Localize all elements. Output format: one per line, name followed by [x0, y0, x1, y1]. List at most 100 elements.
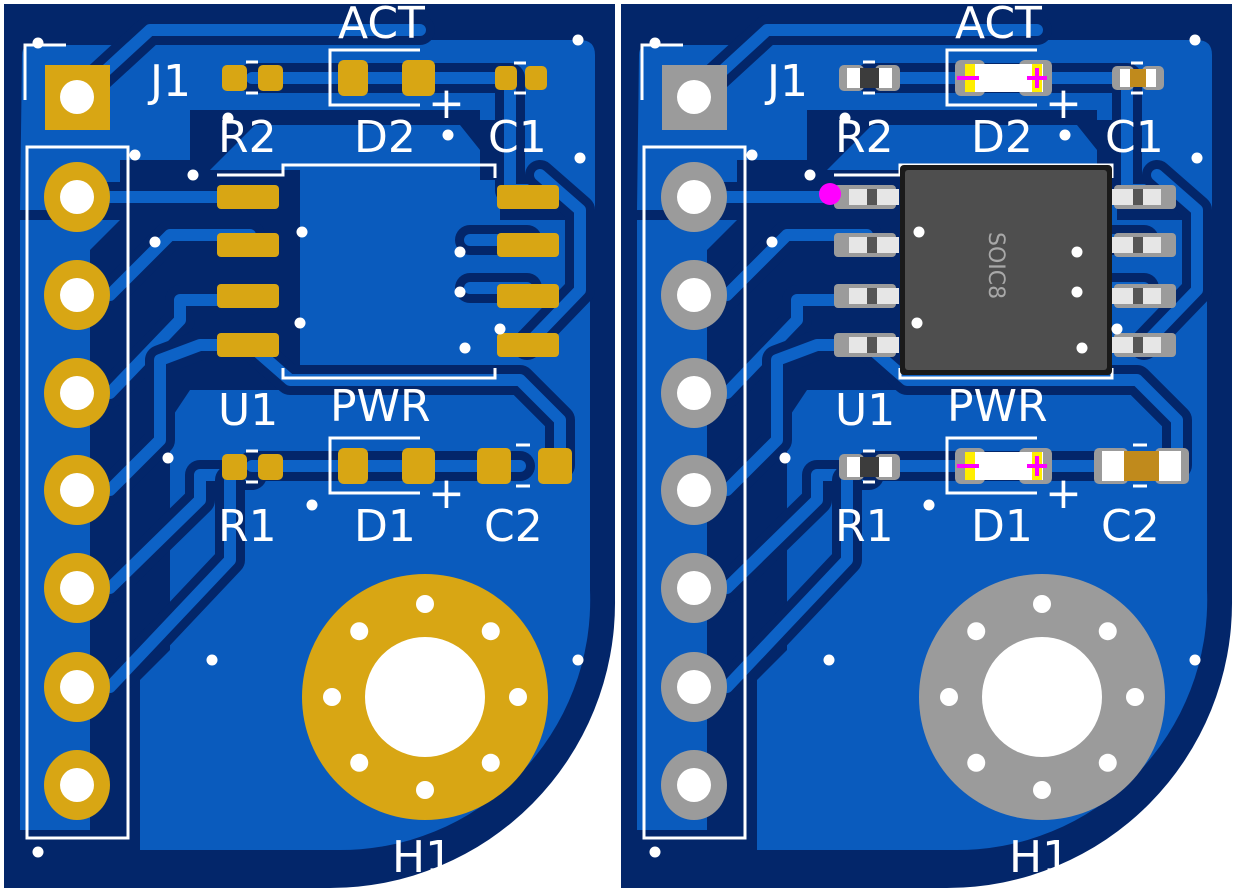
via [746, 149, 758, 161]
r2-pad [258, 65, 283, 91]
u1-package-label: SOIC8 [983, 232, 1008, 299]
d1-label: D1 [971, 501, 1033, 552]
d2-silkscreen [945, 48, 1037, 107]
via [1191, 152, 1203, 164]
plus-mark [1027, 68, 1047, 88]
via [779, 452, 791, 464]
via [572, 34, 584, 46]
pwr-label: PWR [947, 381, 1048, 432]
u1-lead-shadow [867, 237, 877, 253]
via [766, 236, 778, 248]
h1-via [350, 622, 369, 641]
r1-label: R1 [835, 501, 894, 552]
u1-pad [497, 333, 559, 357]
h1-via [1098, 753, 1117, 772]
j1-silkscreen [642, 145, 747, 840]
d2-pad [402, 60, 435, 96]
h1-via [1033, 781, 1051, 799]
h1-via [416, 595, 434, 613]
via [574, 152, 586, 164]
copper-pour [20, 220, 120, 830]
d2-label: D2 [354, 112, 416, 163]
j1-drill-hole [60, 278, 94, 312]
j1-drill-hole [677, 376, 711, 410]
copper-pour [637, 220, 737, 830]
c2-label: C2 [1101, 501, 1160, 552]
via [32, 846, 44, 858]
via [913, 226, 925, 238]
j1-label: J1 [147, 56, 191, 107]
u1-pad [497, 233, 559, 257]
via [911, 317, 923, 329]
trace [521, 169, 586, 351]
d2-label: D2 [971, 112, 1033, 163]
act-label: ACT [338, 0, 425, 49]
via [162, 452, 174, 464]
h1-drill-hole [982, 637, 1102, 757]
u1-pad [497, 284, 559, 308]
trace [104, 294, 256, 399]
via [459, 342, 471, 354]
d2-polarity-plus: + [1045, 78, 1082, 129]
via [454, 286, 466, 298]
u1-body [905, 170, 1107, 370]
via [1059, 129, 1071, 141]
h1-via [509, 688, 527, 706]
j1-pin1-marker [23, 43, 66, 100]
r1-pad [258, 454, 283, 480]
h1-label: H1 [1009, 832, 1070, 883]
trace [104, 339, 256, 496]
u1-lead-shadow [867, 288, 877, 304]
via [839, 112, 851, 124]
h1-via [967, 622, 986, 641]
pwr-label: PWR [330, 381, 431, 432]
plus-mark [1027, 456, 1047, 476]
u1-pad [497, 185, 559, 209]
via [442, 129, 454, 141]
via [222, 112, 234, 124]
via [32, 37, 44, 49]
c1-label: C1 [488, 112, 547, 163]
j1-drill-hole [60, 571, 94, 605]
d2-silkscreen [328, 48, 420, 107]
via [923, 499, 935, 511]
h1-via [1098, 622, 1117, 641]
u1-lead-shadow [1133, 189, 1143, 205]
via [572, 654, 584, 666]
j1-drill-hole [60, 80, 94, 114]
d1-label: D1 [354, 501, 416, 552]
j1-drill-hole [677, 670, 711, 704]
via [1111, 323, 1123, 335]
r1-body [860, 457, 879, 477]
trace [721, 339, 873, 496]
j1-label: J1 [764, 56, 808, 107]
u1-lead-shadow [1133, 337, 1143, 353]
u1-pad [217, 185, 279, 209]
via [294, 317, 306, 329]
via [804, 169, 816, 181]
h1-via [967, 753, 986, 772]
trace [861, 339, 1183, 471]
h1-via [323, 688, 341, 706]
via [187, 169, 199, 181]
u1-lead-shadow [867, 189, 877, 205]
j1-drill-hole [677, 80, 711, 114]
j1-drill-hole [677, 180, 711, 214]
via [1189, 34, 1201, 46]
c1-label: C1 [1105, 112, 1164, 163]
h1-via [481, 622, 500, 641]
j1-drill-hole [60, 768, 94, 802]
c2-body [1124, 451, 1159, 481]
via [149, 236, 161, 248]
h1-drill-hole [365, 637, 485, 757]
via [296, 226, 308, 238]
via [494, 323, 506, 335]
trace [244, 339, 566, 471]
u1-pad [217, 333, 279, 357]
act-label: ACT [955, 0, 1042, 49]
u1-label: U1 [835, 385, 895, 436]
h1-label: H1 [392, 832, 453, 883]
